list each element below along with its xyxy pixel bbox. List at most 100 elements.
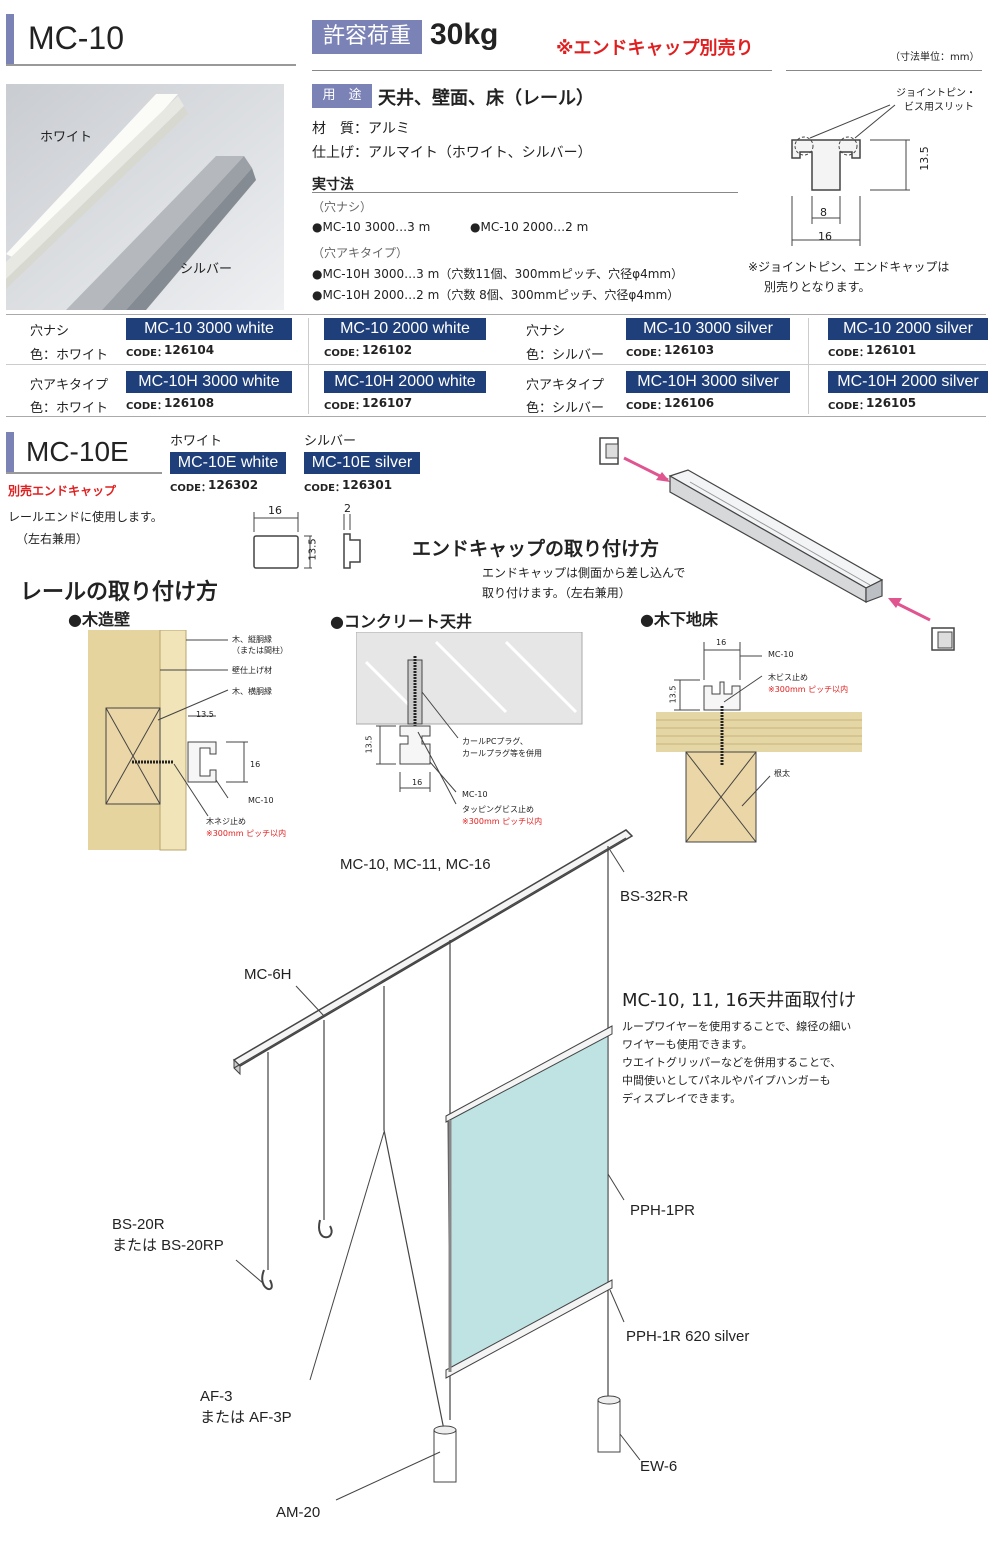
wall-label-1: 木、縦胴縁 bbox=[232, 635, 272, 644]
profile-dim-w: 16 bbox=[818, 230, 832, 243]
product-mc10h-2000-white: MC-10H 2000 white bbox=[324, 371, 486, 393]
wall-label-3: 木、横胴縁 bbox=[232, 687, 272, 696]
floor-label-2: 木ビス止め bbox=[768, 673, 808, 682]
endcap-desc-2: （左右兼用） bbox=[16, 532, 89, 546]
concrete-dim-b: 16 bbox=[412, 778, 423, 787]
concrete-label-3: タッピングビス止め bbox=[462, 805, 534, 814]
concrete-label-2: MC-10 bbox=[462, 790, 488, 799]
endcap-install-illustration bbox=[599, 437, 955, 651]
concrete-pitch-note: ※300mm ピッチ以内 bbox=[462, 817, 543, 826]
label-mc6h: MC-6H bbox=[244, 966, 292, 983]
header-rule-mid bbox=[312, 70, 772, 71]
code-126103: 126103 bbox=[664, 343, 715, 357]
floor-dim-a: 16 bbox=[716, 638, 727, 647]
label-ew6: EW-6 bbox=[640, 1458, 678, 1475]
model-accent-bar bbox=[6, 14, 14, 64]
ceiling-desc-1: ループワイヤーを使用することで、線径の細い bbox=[622, 1020, 852, 1033]
code-prefix: CODE： bbox=[126, 401, 167, 412]
code-prefix: CODE： bbox=[324, 348, 365, 359]
code-126108: 126108 bbox=[164, 396, 215, 410]
label-af3p: または AF-3P bbox=[200, 1409, 292, 1426]
slit-label-1: ジョイントピン・ bbox=[896, 88, 976, 99]
code-prefix: CODE： bbox=[828, 401, 869, 412]
wood-floor-heading: ●木下地床 bbox=[640, 610, 718, 629]
code-prefix: CODE： bbox=[626, 401, 667, 412]
table-bottom-rule bbox=[6, 416, 986, 417]
floor-label-3: 根太 bbox=[774, 769, 790, 778]
concrete-label-1b: カールプラグ等を併用 bbox=[462, 749, 542, 758]
concrete-ceiling-diagram bbox=[356, 632, 583, 805]
label-bs32r: BS-32R-R bbox=[620, 888, 689, 905]
wall-label-4: MC-10 bbox=[248, 796, 274, 805]
profile-note-1: ※ジョイントピン、エンドキャップは bbox=[748, 260, 950, 274]
endcap-install-title: エンドキャップの取り付け方 bbox=[412, 538, 660, 560]
wall-label-5: 木ネジ止め bbox=[206, 817, 246, 826]
wood-floor-diagram bbox=[656, 642, 862, 843]
unit-note: （寸法単位：mm） bbox=[890, 52, 980, 63]
product-mc10h-3000-silver: MC-10H 3000 silver bbox=[626, 371, 790, 393]
product-mc10-2000-silver: MC-10 2000 silver bbox=[828, 318, 988, 340]
concrete-dim-a: 13.5 bbox=[364, 735, 374, 754]
endcap-sub: 別売エンドキャップ bbox=[8, 484, 117, 498]
table-vdiv-1 bbox=[308, 318, 309, 414]
code-126102: 126102 bbox=[362, 343, 413, 357]
wall-label-1b: （または間柱） bbox=[232, 646, 288, 655]
code-prefix: CODE： bbox=[126, 348, 167, 359]
finish: 仕上げ：アルマイト（ホワイト、シルバー） bbox=[312, 145, 592, 161]
header-rule-left bbox=[6, 64, 296, 66]
table-mid-rule bbox=[6, 364, 986, 365]
ceiling-desc-4: 中間使いとしてパネルやパイプハンガーも bbox=[622, 1074, 831, 1087]
endcap-install-2: 取り付けます。（左右兼用） bbox=[482, 586, 631, 600]
floor-dim-b: 13.5 bbox=[668, 685, 678, 704]
table-top-rule bbox=[6, 314, 986, 315]
concrete-label-1: カールPCプラグ、 bbox=[462, 737, 528, 746]
code-126106: 126106 bbox=[664, 396, 715, 410]
product-mc10-3000-white: MC-10 3000 white bbox=[126, 318, 292, 340]
dims-title: 実寸法 bbox=[312, 177, 354, 193]
product-mc10-2000-white: MC-10 2000 white bbox=[324, 318, 486, 340]
endcap-install-1: エンドキャップは側面から差し込んで bbox=[482, 566, 686, 580]
endcap-rule bbox=[6, 472, 162, 474]
ceiling-desc-2: ワイヤーも使用できます。 bbox=[622, 1038, 753, 1051]
use-tag: 用 途 bbox=[312, 84, 372, 108]
code-prefix: CODE： bbox=[626, 348, 667, 359]
label-bs20rp: または BS-20RP bbox=[112, 1237, 224, 1254]
table-vdiv-2 bbox=[808, 318, 809, 414]
product-mc10e-silver: MC-10E silver bbox=[304, 452, 420, 474]
row1-right-color: 色：シルバー bbox=[526, 348, 605, 363]
wood-wall-diagram bbox=[88, 630, 248, 851]
row1-right-type: 穴ナシ bbox=[526, 324, 566, 339]
ceiling-mount-title: MC-10, 11, 16天井面取付け bbox=[622, 990, 857, 1011]
wall-dim-b: 16 bbox=[250, 760, 261, 769]
ceiling-hanging-diagram bbox=[232, 829, 641, 1501]
row1-left-color: 色：ホワイト bbox=[30, 348, 109, 363]
rail-profile-drawing bbox=[791, 104, 910, 246]
ceiling-desc-5: ディスプレイできます。 bbox=[622, 1092, 742, 1105]
code-126104: 126104 bbox=[164, 343, 215, 357]
code-prefix: CODE： bbox=[304, 483, 345, 494]
wood-wall-heading: ●木造壁 bbox=[68, 610, 130, 629]
rail-install-title: レールの取り付け方 bbox=[20, 580, 219, 605]
row2-left-type: 穴アキタイプ bbox=[30, 378, 109, 393]
ceiling-desc-3: ウエイトグリッパーなどを併用することで、 bbox=[622, 1056, 842, 1069]
no-hole-3m: ●MC-10 3000…3 m bbox=[312, 220, 431, 234]
product-mc10h-3000-white: MC-10H 3000 white bbox=[126, 371, 292, 393]
product-mc10-3000-silver: MC-10 3000 silver bbox=[626, 318, 790, 340]
code-126107: 126107 bbox=[362, 396, 413, 410]
endcap-white-label: ホワイト bbox=[170, 434, 223, 449]
hole-3m: ●MC-10H 3000…3 m（穴数11個、300mmピッチ、穴径φ4mm） bbox=[312, 267, 684, 281]
endcap-silver-label: シルバー bbox=[304, 434, 357, 449]
row2-right-color: 色：シルバー bbox=[526, 401, 605, 416]
floor-pitch-note: ※300mm ピッチ以内 bbox=[768, 685, 849, 694]
header-rule-right bbox=[786, 70, 982, 71]
floor-label-1: MC-10 bbox=[768, 650, 794, 659]
label-pph1pr: PPH-1PR bbox=[630, 1202, 696, 1219]
use-value: 天井、壁面、床（レール） bbox=[378, 88, 594, 109]
profile-dim-inner: 8 bbox=[820, 206, 827, 219]
photo-label-silver: シルバー bbox=[180, 262, 233, 277]
no-hole-2m: ●MC-10 2000…2 m bbox=[470, 220, 589, 234]
code-126101: 126101 bbox=[866, 343, 917, 357]
label-af3: AF-3 bbox=[200, 1388, 233, 1405]
label-am20: AM-20 bbox=[276, 1504, 321, 1521]
row2-left-color: 色：ホワイト bbox=[30, 401, 109, 416]
